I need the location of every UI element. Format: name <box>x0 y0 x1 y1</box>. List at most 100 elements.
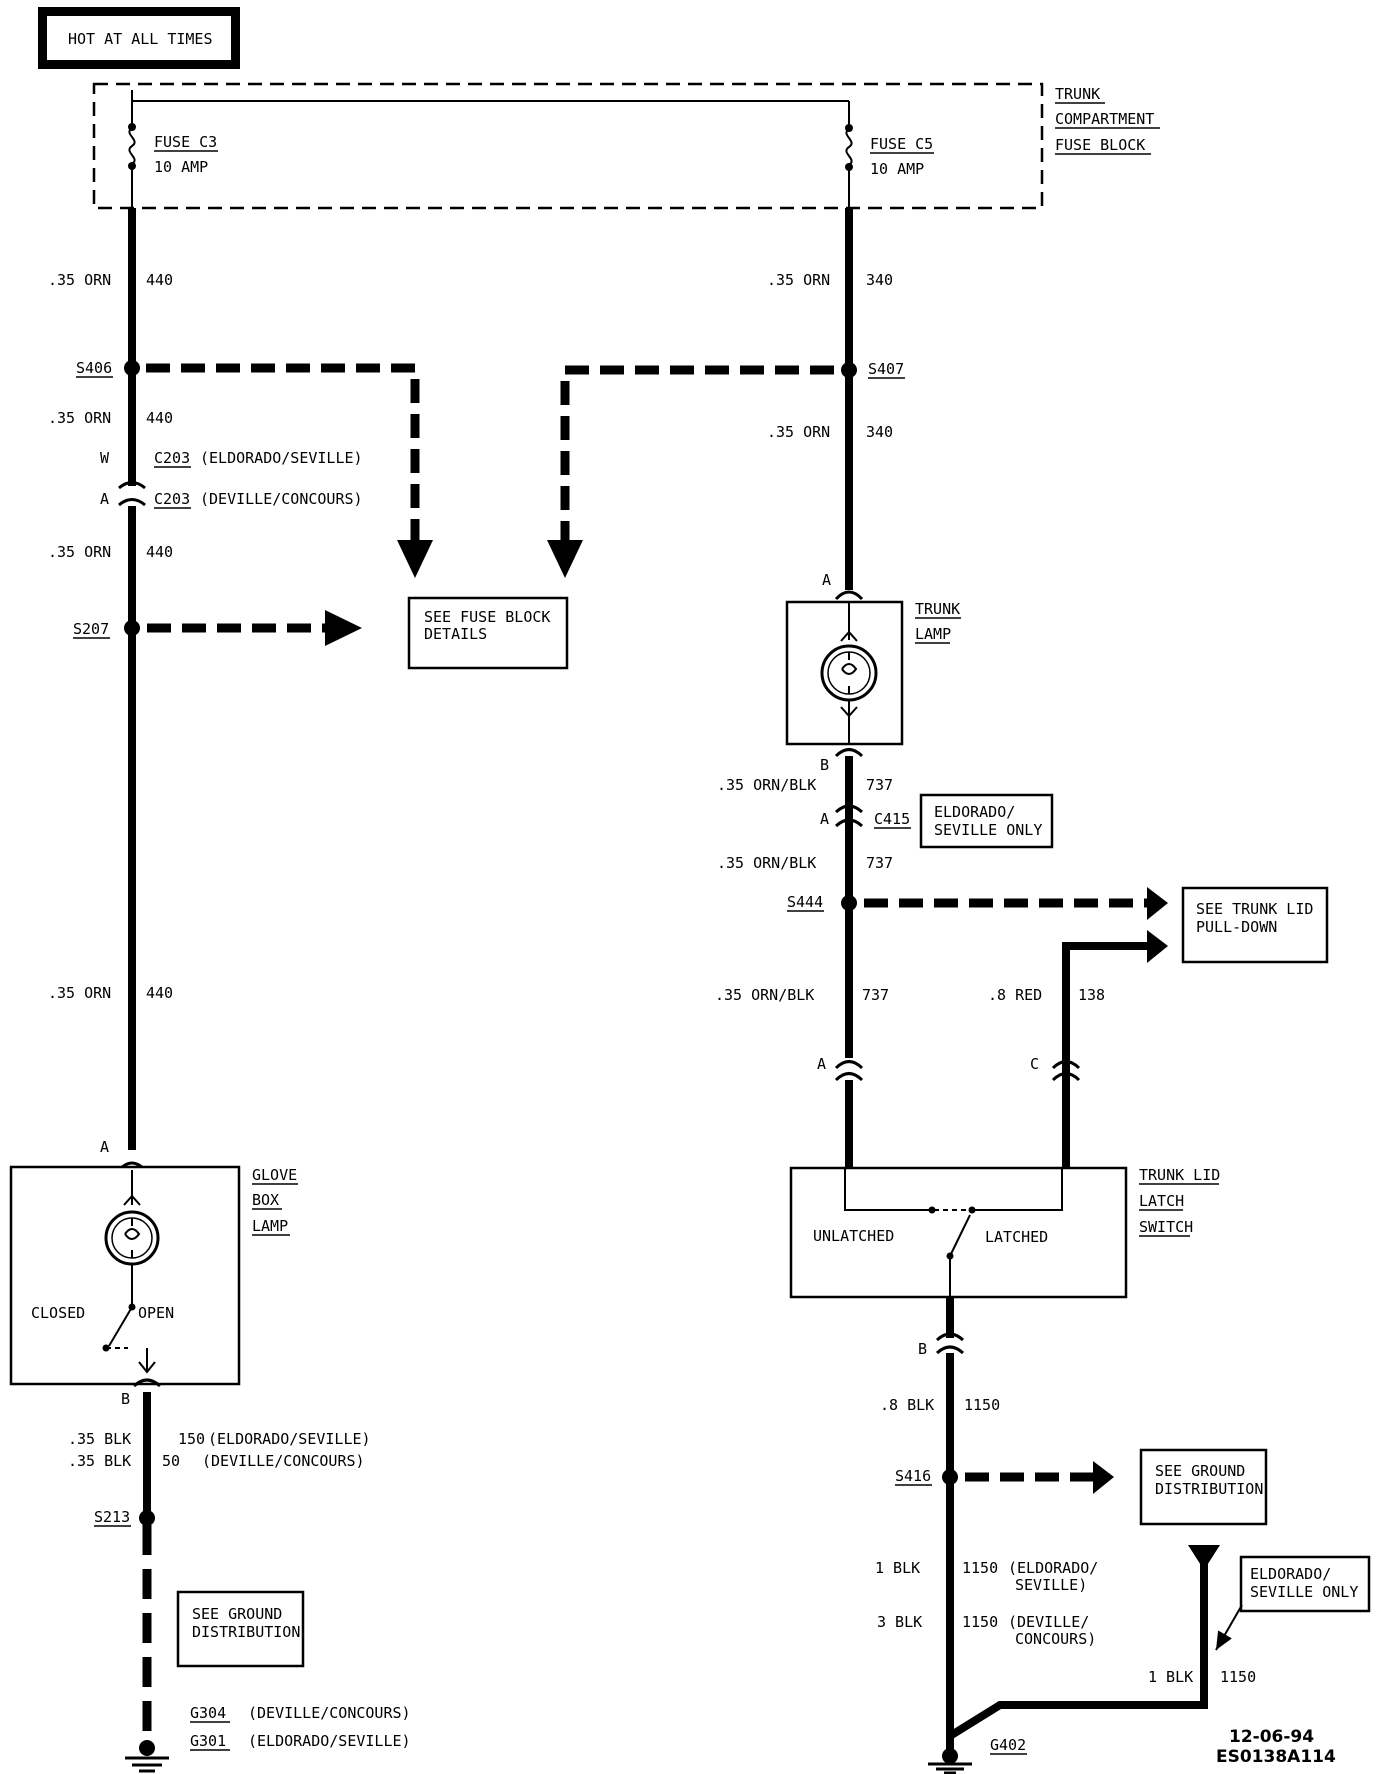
latch-switch-blade <box>949 1214 971 1257</box>
s407-arrow-icon <box>547 540 583 578</box>
wire-1150-branch <box>947 1562 1208 1740</box>
glove-box-label-1: GLOVE <box>252 1166 297 1184</box>
splice-s416 <box>942 1469 958 1485</box>
splice-s213 <box>139 1510 155 1526</box>
c203-note-1: (ELDORADO/SEVILLE) <box>200 449 363 467</box>
splice-s407-label: S407 <box>868 360 904 378</box>
ground-dist-box-right <box>1139 1448 1268 1526</box>
splice-s213-label: S213 <box>94 1508 130 1526</box>
wire-1150-circuit-4: 1150 <box>1220 1668 1256 1686</box>
trunk-lamp-connector-bottom-icon <box>834 748 864 758</box>
wire-440-gauge-1: .35 ORN <box>48 271 111 289</box>
s444-arrow-icon <box>1147 887 1168 920</box>
trunk-lamp-label-2: LAMP <box>915 625 951 643</box>
eldorado-note-arrow <box>1215 1604 1243 1651</box>
glove-connector-bottom-icon <box>132 1378 162 1388</box>
g402-label: G402 <box>990 1736 1026 1754</box>
wire-1150-gauge-2: 1 BLK <box>875 1559 920 1577</box>
splice-s444-label: S444 <box>787 893 823 911</box>
c415-label: C415 <box>874 810 910 828</box>
wire-1150-circuit-3: 1150 <box>962 1613 998 1631</box>
pulldown-ref-box <box>1181 886 1329 964</box>
ground-dist-right-1: SEE GROUND <box>1155 1462 1245 1480</box>
splice-s407 <box>841 362 857 378</box>
c415-pin: A <box>820 810 829 828</box>
wire-138-pigtail <box>1062 942 1070 1062</box>
wire-737-gauge-3: .35 ORN/BLK <box>715 986 814 1004</box>
wire-340-gauge-2: .35 ORN <box>767 423 830 441</box>
latch-pin-a: A <box>817 1055 826 1073</box>
wire-138-top <box>1062 942 1153 1062</box>
wire-440-circuit-3: 440 <box>146 543 173 561</box>
ground-symbol-right-icon <box>928 1748 972 1774</box>
wire-737-gauge-1: .35 ORN/BLK <box>717 776 816 794</box>
s416-arrow-icon <box>1093 1461 1114 1494</box>
fuse-block-outline <box>92 82 1044 210</box>
wire-440-circuit-2: 440 <box>146 409 173 427</box>
fuse-details-line-2: DETAILS <box>424 625 487 643</box>
splice-s207 <box>124 620 140 636</box>
glove-pin-b: B <box>121 1390 130 1408</box>
ground-dist-left-1: SEE GROUND <box>192 1605 282 1623</box>
wire-150-gauge: .35 BLK <box>68 1430 131 1448</box>
latch-pin-c: C <box>1030 1055 1039 1073</box>
wire-340-gauge-1: .35 ORN <box>767 271 830 289</box>
latch-unlatched-label: UNLATCHED <box>813 1227 894 1245</box>
ground-dist-box-left <box>176 1590 305 1668</box>
wire-737-circuit-3: 737 <box>862 986 889 1004</box>
switch-open-label: OPEN <box>138 1304 174 1322</box>
fuse-c5-rating: 10 AMP <box>870 160 924 178</box>
wire-150-note: (ELDORADO/SEVILLE) <box>208 1430 371 1448</box>
fuse-c3-rating: 10 AMP <box>154 158 208 176</box>
fuse-c3-symbol <box>128 127 136 165</box>
wire-737-gauge-2: .35 ORN/BLK <box>717 854 816 872</box>
switch-closed-label: CLOSED <box>31 1304 85 1322</box>
fuse-block-label-2: COMPARTMENT <box>1055 110 1154 128</box>
c203-note-2: (DEVILLE/CONCOURS) <box>200 490 363 508</box>
latch-connector-b-icon <box>935 1332 965 1342</box>
wire-340-circuit-1: 340 <box>866 271 893 289</box>
c203-pin-w: W <box>100 449 110 467</box>
wire-1150-circuit-2: 1150 <box>962 1559 998 1577</box>
wire-150-circuit: 150 <box>178 1430 205 1448</box>
connector-c415-icon <box>834 804 864 814</box>
latch-switch-box <box>789 1166 1128 1299</box>
wire-440-gauge-2: .35 ORN <box>48 409 111 427</box>
wire-50-note: (DEVILLE/CONCOURS) <box>202 1452 365 1470</box>
c415-note-2: SEVILLE ONLY <box>934 821 1042 839</box>
trunk-lamp-pin-b: B <box>820 756 829 774</box>
s406-arrow-icon <box>397 540 433 578</box>
g304-note: (DEVILLE/CONCOURS) <box>248 1704 411 1722</box>
wire-340-circuit-2: 340 <box>866 423 893 441</box>
fuse-details-box <box>407 596 569 670</box>
glove-box-switch-blade <box>108 1306 133 1347</box>
wire-440-circuit-4: 440 <box>146 984 173 1002</box>
g301-note: (ELDORADO/SEVILLE) <box>248 1732 411 1750</box>
wire-440-gauge-4: .35 ORN <box>48 984 111 1002</box>
glove-box-label-2: BOX <box>252 1191 279 1209</box>
fuse-block-label-1: TRUNK <box>1055 85 1100 103</box>
ground-dist-left-2: DISTRIBUTION <box>192 1623 300 1641</box>
splice-s444 <box>841 895 857 911</box>
fuse-details-line-1: SEE FUSE BLOCK <box>424 608 550 626</box>
wire-1150-note-3a: (DEVILLE/ <box>1008 1613 1089 1631</box>
g304-id: G304 <box>190 1704 226 1722</box>
eldorado-note-box <box>1239 1555 1371 1613</box>
power-source-box: HOT AT ALL TIMES <box>38 7 240 69</box>
trunk-lamp-connector-top-icon <box>834 590 864 601</box>
s207-arrow-icon <box>325 610 362 646</box>
eldorado-note-1: ELDORADO/ <box>1250 1565 1331 1583</box>
fuse-c3-name: FUSE C3 <box>154 133 217 151</box>
glove-pin-a: A <box>100 1138 109 1156</box>
trunk-lamp-label-1: TRUNK <box>915 600 960 618</box>
glove-box-label-3: LAMP <box>252 1217 288 1235</box>
s407-dashed-line <box>560 365 834 545</box>
fuse-c5-name: FUSE C5 <box>870 135 933 153</box>
splice-s416-label: S416 <box>895 1467 931 1485</box>
wire-50-circuit: 50 <box>162 1452 180 1470</box>
connector-c203-icon <box>118 481 146 490</box>
wire-737-circuit-2: 737 <box>866 854 893 872</box>
latch-label-3: SWITCH <box>1139 1218 1193 1236</box>
pulldown-ref-2: PULL-DOWN <box>1196 918 1277 936</box>
